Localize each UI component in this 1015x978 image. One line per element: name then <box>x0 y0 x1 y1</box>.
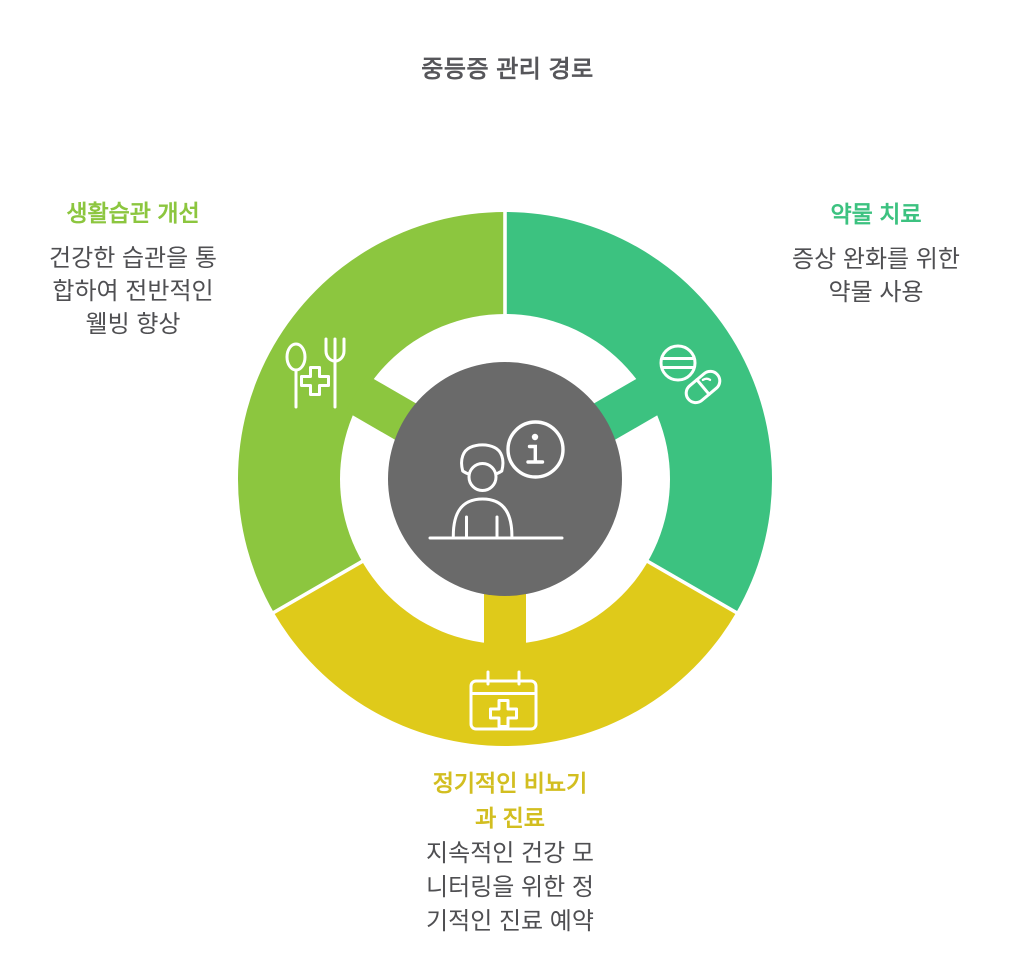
utensils-medical-icon <box>285 337 346 409</box>
info-icon <box>506 420 565 479</box>
medication-heading: 약물 치료 <box>830 201 922 227</box>
page-title: 중등증 관리 경로 <box>421 56 594 83</box>
calendar-medical-icon <box>469 670 538 731</box>
checkup-heading: 정기적인 비뇨기 과 진료 <box>432 770 588 831</box>
checkup-description: 지속적인 건강 모 니터링을 위한 정 기적인 진료 예약 <box>426 840 594 935</box>
medication-description: 증상 완화를 위한 약물 사용 <box>792 246 960 306</box>
lifestyle-heading: 생활습관 개선 <box>66 200 200 226</box>
checkup-label-block: 정기적인 비뇨기 과 진료 지속적인 건강 모 니터링을 위한 정 기적인 진료… <box>394 766 626 939</box>
medication-label-block: 약물 치료 증상 완화를 위한 약물 사용 <box>761 197 991 309</box>
center-hub-circle <box>388 362 622 596</box>
lifestyle-label-block: 생활습관 개선 건강한 습관을 통 합하여 전반적인 웰빙 향상 <box>18 196 248 341</box>
nurse-icon <box>428 443 564 540</box>
lifestyle-description: 건강한 습관을 통 합하여 전반적인 웰빙 향상 <box>49 245 217 338</box>
pills-icon <box>659 344 722 405</box>
